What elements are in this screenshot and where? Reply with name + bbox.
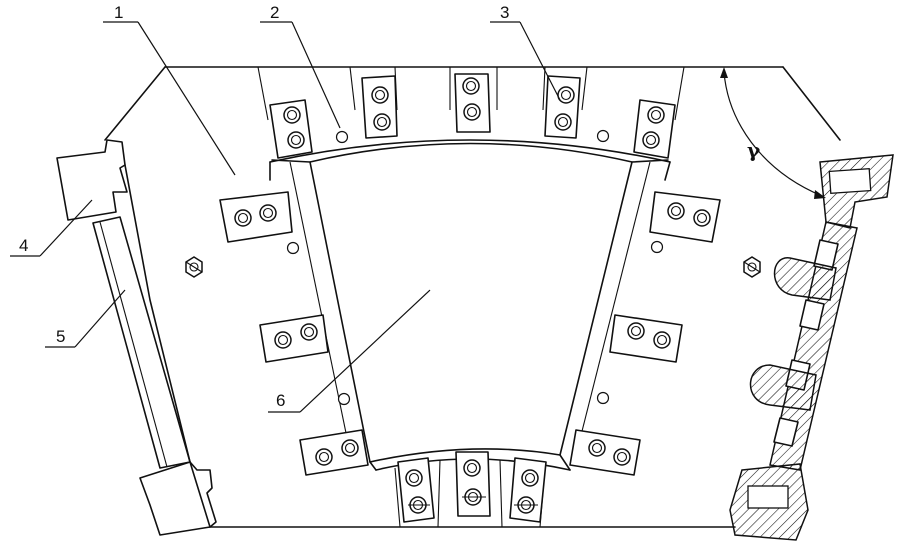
label-2: 2 [270, 3, 279, 22]
left-clamp-top [56, 139, 128, 221]
hex-nut-right [743, 256, 761, 278]
fixture-body [104, 66, 841, 528]
label-4: 4 [19, 236, 28, 255]
label-3-callout: 3 [490, 3, 561, 101]
pad-left-1 [219, 191, 293, 243]
sector-cavity [269, 139, 671, 471]
label-1-callout: 1 [103, 3, 236, 176]
pad-right-2 [609, 314, 683, 363]
label-6-callout: 6 [268, 289, 431, 413]
pad-left-3 [299, 429, 369, 476]
label-6: 6 [276, 391, 285, 410]
pad-left-2 [259, 314, 329, 363]
pad-bottom-1 [397, 457, 435, 523]
hex-nut-left [185, 256, 203, 278]
label-5: 5 [56, 327, 65, 346]
pad-bottom-3 [509, 457, 547, 523]
pad-top-2 [361, 75, 398, 139]
label-5-callout: 5 [45, 289, 126, 348]
locating-holes [286, 129, 664, 406]
angle-gamma: γ [720, 67, 826, 199]
angle-gamma-label: γ [747, 138, 761, 162]
pad-right-3 [569, 429, 641, 476]
label-3: 3 [500, 3, 509, 22]
pad-bottom-2 [455, 451, 491, 517]
pad-top-5 [633, 99, 676, 159]
pad-right-1 [649, 191, 721, 243]
label-1: 1 [114, 3, 123, 22]
left-clamp-bottom [139, 461, 217, 536]
pad-top-1 [269, 99, 313, 159]
label-2-callout: 2 [260, 3, 341, 129]
pad-top-4 [544, 75, 581, 139]
pad-top-3 [454, 73, 491, 133]
right-section [729, 154, 894, 541]
label-4-callout: 4 [10, 199, 93, 257]
